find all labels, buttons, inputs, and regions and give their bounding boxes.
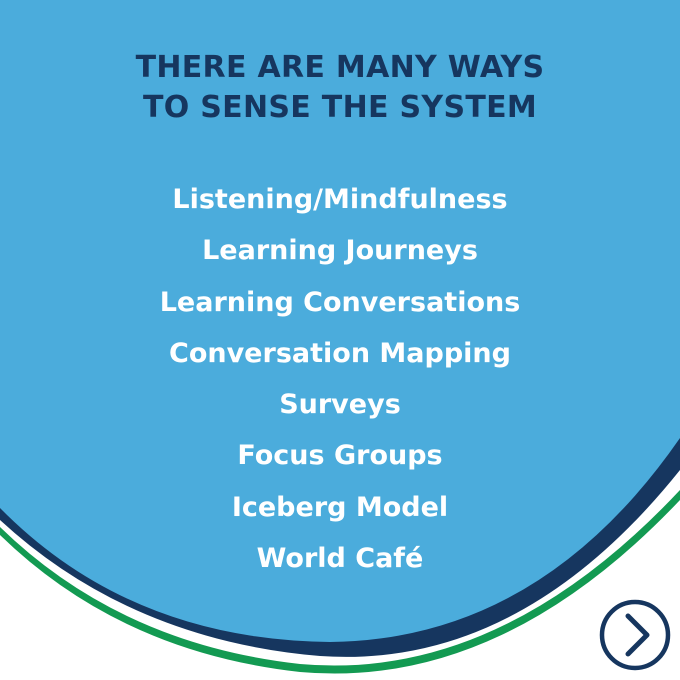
page-title: THERE ARE MANY WAYS TO SENSE THE SYSTEM [0, 48, 680, 128]
list-item: Learning Conversations [159, 286, 521, 318]
list-item: World Café [256, 543, 424, 575]
list-item: Learning Journeys [202, 235, 478, 267]
next-button[interactable] [598, 598, 672, 672]
list-item: Conversation Mapping [169, 337, 511, 369]
title-line-2: TO SENSE THE SYSTEM [142, 90, 538, 125]
blue-main-shape [0, 0, 680, 642]
chevron-right-icon [599, 599, 671, 671]
list-item: Focus Groups [237, 440, 443, 472]
list-item: Surveys [279, 389, 401, 421]
ways-list: Listening/Mindfulness Learning Journeys … [0, 174, 680, 584]
list-item: Listening/Mindfulness [172, 184, 508, 215]
list-item: Iceberg Model [231, 491, 449, 523]
title-line-1: THERE ARE MANY WAYS [135, 50, 545, 85]
